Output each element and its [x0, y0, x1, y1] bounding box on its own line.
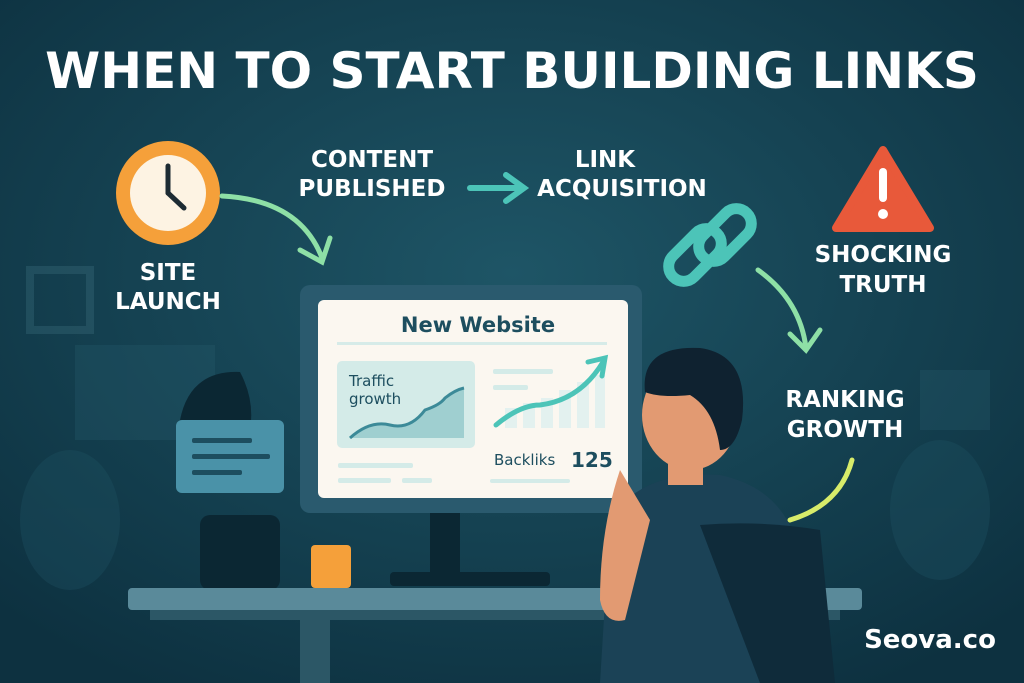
arrow-right-icon [467, 172, 530, 204]
placeholder-lines [338, 463, 570, 483]
content-published-label-2: PUBLISHED [299, 176, 446, 202]
page-title: WHEN TO START BUILDING LINKS [45, 42, 979, 100]
backlinks-value: 125 [571, 448, 613, 472]
ranking-growth-label-1: RANKING [785, 387, 904, 413]
chain-link-icon [663, 203, 757, 287]
shocking-truth-label-1: SHOCKING [815, 242, 952, 268]
arrow-icon [219, 193, 333, 266]
arrow-down-icon [755, 267, 823, 354]
divider [337, 342, 607, 345]
content-published-label-1: CONTENT [311, 147, 433, 173]
clock-icon [116, 141, 220, 245]
warning-icon [832, 146, 934, 232]
message-card [176, 420, 284, 493]
traffic-chart [337, 361, 475, 448]
traffic-label-1: Traffic [348, 372, 394, 390]
office-chair [180, 371, 280, 590]
background-decor [20, 266, 990, 590]
backlinks-label: Backliks [494, 451, 555, 469]
brand-watermark: Seova.co [864, 625, 996, 655]
ranking-growth-label-2: GROWTH [787, 417, 903, 443]
mug [311, 545, 351, 588]
site-launch-label-2: LAUNCH [115, 289, 221, 315]
link-acquisition-label-1: LINK [575, 147, 636, 173]
growth-chart [493, 354, 609, 428]
link-acquisition-label-2: ACQUISITION [537, 176, 707, 202]
person [600, 347, 835, 683]
traffic-label-2: growth [349, 390, 401, 408]
site-launch-label-1: SITE [140, 260, 197, 286]
curve-decor [787, 457, 855, 523]
shocking-truth-label-2: TRUTH [839, 272, 926, 298]
screen-heading: New Website [401, 313, 555, 337]
